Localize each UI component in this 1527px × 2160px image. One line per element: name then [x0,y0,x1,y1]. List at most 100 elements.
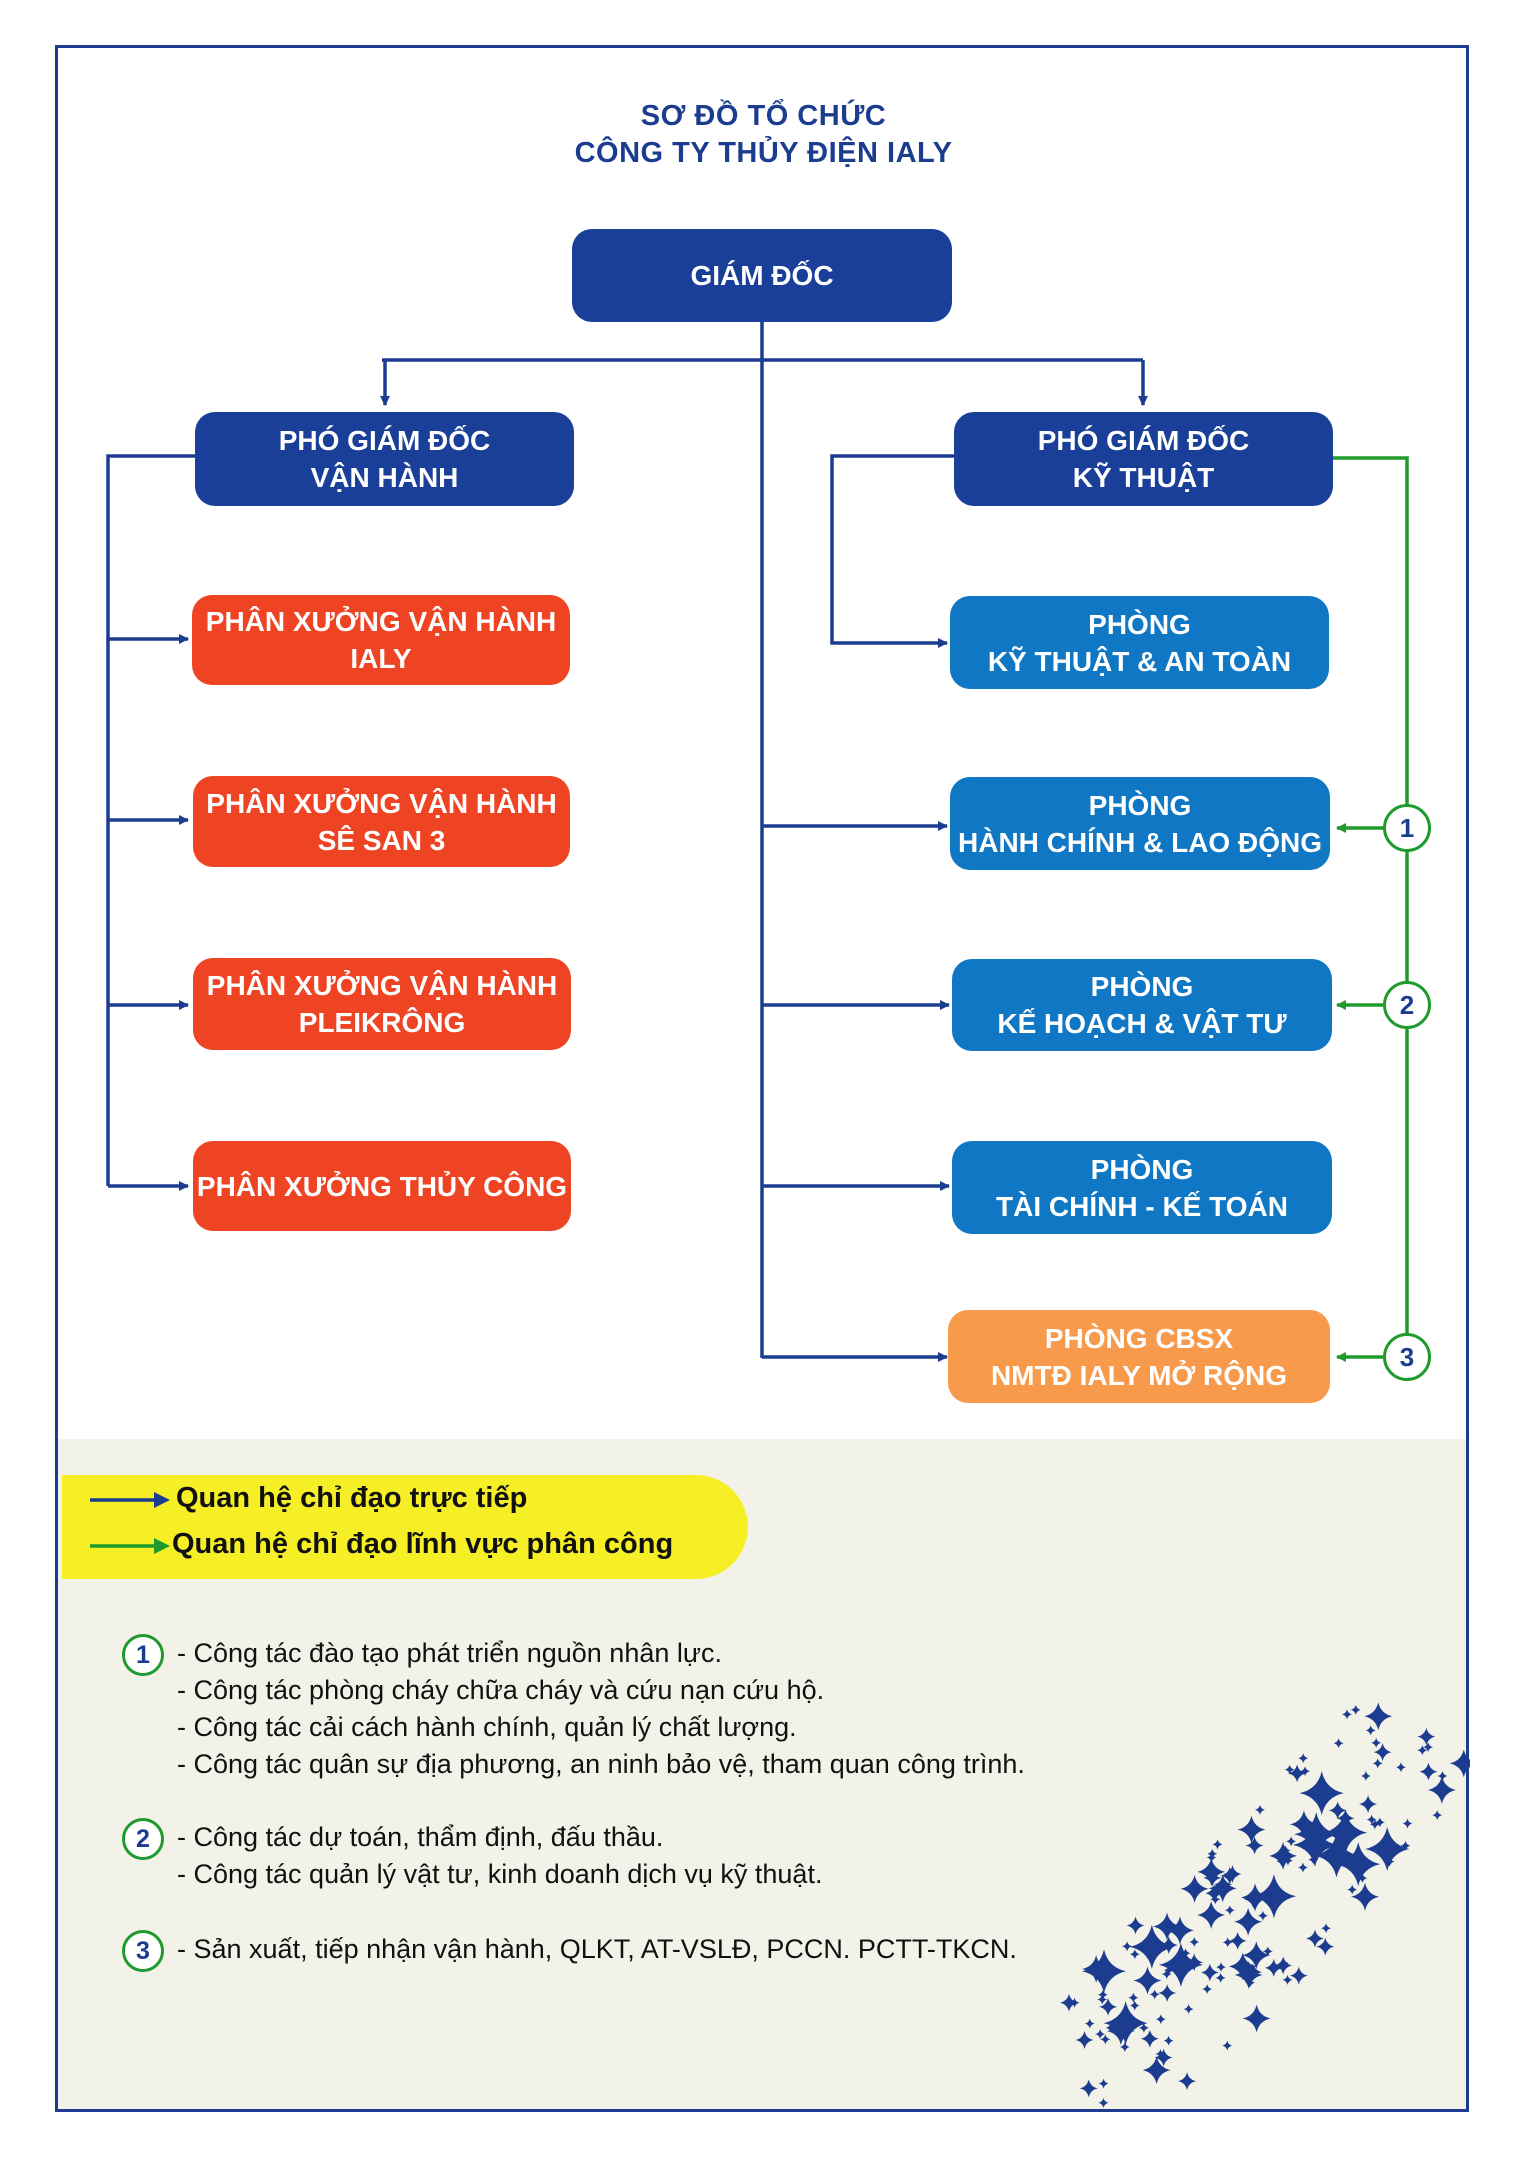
sparkle-star-icon [1163,1965,1174,1976]
sparkle-star-icon [1154,2048,1173,2067]
sparkle-star-icon [1282,1974,1293,1985]
sparkle-star-icon [1155,2049,1166,2060]
sparkle-star-icon [1060,1993,1078,2012]
sparkle-star-icon [1228,1952,1257,1981]
sparkle-star-icon [1359,1795,1378,1814]
dept-technical-safety-box: PHÒNG KỸ THUẬT & AN TOÀN [950,596,1329,689]
sparkle-star-icon [1178,2072,1197,2091]
sparkle-star-icon [1122,1941,1133,1952]
note-1-line: - Công tác đào tạo phát triển nguồn nhân… [177,1638,722,1668]
sparkle-star-icon [1417,1745,1428,1756]
sparkle-star-icon [1158,1983,1177,2002]
sparkle-star-icon [1333,1738,1344,1749]
workshop-line1: PHÂN XƯỞNG THỦY CÔNG [196,1170,568,1202]
sparkle-star-icon [1297,1862,1308,1873]
sparkle-star-icon [1245,1836,1264,1855]
sparkle-star-icon [1222,2040,1233,2051]
sparkle-star-icon [1251,1874,1296,1919]
sparkle-star-icon [1336,1809,1355,1828]
sparkle-star-icon [1417,1727,1436,1746]
sparkle-star-icon [1384,1856,1395,1867]
chart-title-line2: CÔNG TY THỦY ĐIỆN IALY [574,137,953,169]
sparkle-star-icon [1155,2014,1166,2025]
note-2-number: 2 [122,1818,164,1860]
sparkle-star-icon [1129,1949,1140,1960]
sparkle-star-icon [1200,1963,1219,1982]
sparkle-star-icon [1257,1910,1268,1921]
chart-title-line1: SƠ ĐỒ TỔ CHỨC [640,100,887,132]
workshop-sesan3-box: PHÂN XƯỞNG VẬN HÀNH SÊ SAN 3 [193,776,570,867]
deputy-technical-line2: KỸ THUẬT [1072,462,1215,493]
sparkle-star-icon [1342,1709,1353,1720]
sparkle-star-icon [1075,2031,1094,2050]
sparkle-star-icon [1097,1994,1108,2005]
sparkle-star-icon [1294,1812,1339,1857]
legend-direct-label: Quan hệ chỉ đạo trực tiếp [176,1482,528,1514]
sparkle-star-icon [1372,1758,1383,1769]
marker-1: 1 [1383,804,1431,852]
workshop-line1: PHÂN XƯỞNG VẬN HÀNH [206,970,558,1001]
sparkle-star-icon [1437,1770,1448,1781]
sparkle-star-icon [1220,1866,1239,1885]
dept-line2: NMTĐ IALY MỞ RỘNG [990,1359,1288,1391]
sparkle-star-icon [1224,1905,1235,1916]
sparkle-star-icon [1216,1962,1227,1973]
sparkle-star-icon [1180,1874,1209,1903]
sparkle-star-icon [1298,1753,1309,1764]
sparkle-star-icon [1278,1958,1289,1969]
sparkle-star-icon [1234,1961,1263,1990]
sparkle-star-icon [1286,1836,1297,1847]
sparkle-star-icon [1197,1857,1226,1886]
sparkle-star-icon [1128,1992,1139,2003]
sparkle-star-icon [1189,1937,1200,1948]
sparkle-star-icon [1129,2000,1140,2011]
sparkle-star-icon [1299,1771,1344,1816]
legend-arrows [90,1492,170,1554]
sparkle-star-icon [1095,2029,1106,2040]
deputy-operations-line1: PHÓ GIÁM ĐỐC [278,425,491,456]
sparkle-star-icon [1161,1969,1172,1980]
dept-admin-labor-box: PHÒNG HÀNH CHÍNH & LAO ĐỘNG [950,777,1330,870]
sparkle-star-icon [1244,1890,1263,1909]
sparkle-star-icon [1360,1770,1371,1781]
note-3-line: - Sản xuất, tiếp nhận vận hành, QLKT, AT… [177,1934,1017,1964]
sparkle-star-icon [1423,1742,1434,1753]
legend-direct-arrow-icon [154,1492,170,1508]
sparkle-star-icon [1432,1810,1443,1821]
sparkle-star-icon [1140,2029,1159,2048]
sparkle-star-icon [1206,1852,1217,1863]
sparkle-star-icon [1350,1704,1361,1715]
sparkle-star-icon [1321,1923,1332,1934]
sparkle-star-icon [1129,1924,1174,1969]
sparkle-star-icon [1197,1901,1226,1930]
sparkle-star-icon [1369,1819,1380,1830]
sparkle-star-icon [1103,2001,1148,2046]
sparkle-star-icon [1183,2004,1194,2015]
sparkle-star-icon [1308,1839,1319,1850]
dept-line1: PHÒNG [1090,971,1194,1002]
sparkle-star-icon [1300,1766,1311,1777]
sparkle-star-icon [1337,1857,1348,1868]
sparkle-star-icon [1323,1810,1368,1855]
sparkle-star-icon [1269,1841,1298,1870]
sparkle-star-icon [1159,1936,1178,1955]
sparkle-star-icon [1210,1894,1221,1905]
sparkle-star-icon [1203,1868,1222,1887]
sparkle-star-icon [1119,2042,1130,2053]
sparkle-star-icon [1282,1855,1293,1866]
dept-line1: PHÒNG CBSX [1044,1322,1234,1354]
sparkle-star-icon [1180,1948,1191,1959]
sparkle-star-icon [1357,1873,1368,1884]
note-1-number: 1 [122,1634,164,1676]
dept-line1: PHÒNG [1088,789,1192,821]
sparkle-star-icon [1138,2022,1149,2033]
sparkle-star-icon [1098,2097,1109,2108]
note-2-line: - Công tác quản lý vật tư, kinh doanh dị… [177,1859,823,1889]
sparkle-star-icon [1289,1966,1308,1985]
sparkle-star-icon [1228,1931,1247,1950]
sparkle-star-icon [1365,1725,1376,1736]
dept-line1: PHÒNG [1090,1153,1194,1185]
dept-planning-supplies-box: PHÒNG KẾ HOẠCH & VẬT TƯ [952,959,1332,1051]
workshop-line2: PLEIKRÔNG [298,1007,466,1038]
workshop-pleikrong-box: PHÂN XƯỞNG VẬN HÀNH PLEIKRÔNG [193,958,571,1050]
